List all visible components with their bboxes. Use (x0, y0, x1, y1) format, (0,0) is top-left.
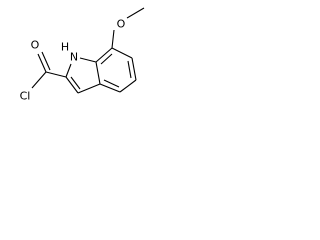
carbonyl-oxygen-label: O (31, 39, 40, 52)
methoxy-oxygen-label: O (117, 18, 126, 31)
bond-inner-c5-c6 (127, 60, 132, 79)
chlorine-label: Cl (20, 90, 31, 103)
structure-canvas: O H N O Cl (0, 0, 167, 123)
bond-carbonyl-o-1 (37, 53, 47, 73)
indole-hydrogen-label: H (61, 41, 69, 54)
chemical-structure-drawing: O H N O Cl (20, 7, 145, 103)
bond-c6-c7 (111, 47, 133, 59)
bond-c2-carbonyl (45, 71, 67, 78)
bond-inner-c3a-c4 (103, 79, 120, 88)
bond-carbonyl-cl (31, 71, 47, 89)
bond-c7a-c3a (95, 61, 101, 85)
bond-n-c2 (65, 63, 72, 78)
bond-inner-c7-c7a (100, 53, 113, 65)
bond-c7a-n (79, 57, 97, 63)
bond-c4-c5 (119, 79, 137, 93)
bond-c3a-c4 (99, 83, 121, 93)
bond-c2-c3-double (70, 76, 81, 90)
bond-carbonyl-o-2 (41, 51, 51, 71)
bond-c2-c3 (65, 76, 79, 94)
bond-c5-c6 (131, 57, 137, 81)
bond-c3-c3a (77, 83, 101, 94)
bond-methyl-o (126, 7, 145, 19)
bond-o-c7 (111, 29, 115, 49)
bond-c7-c7a (95, 47, 113, 63)
indole-nitrogen-label: N (70, 51, 78, 64)
